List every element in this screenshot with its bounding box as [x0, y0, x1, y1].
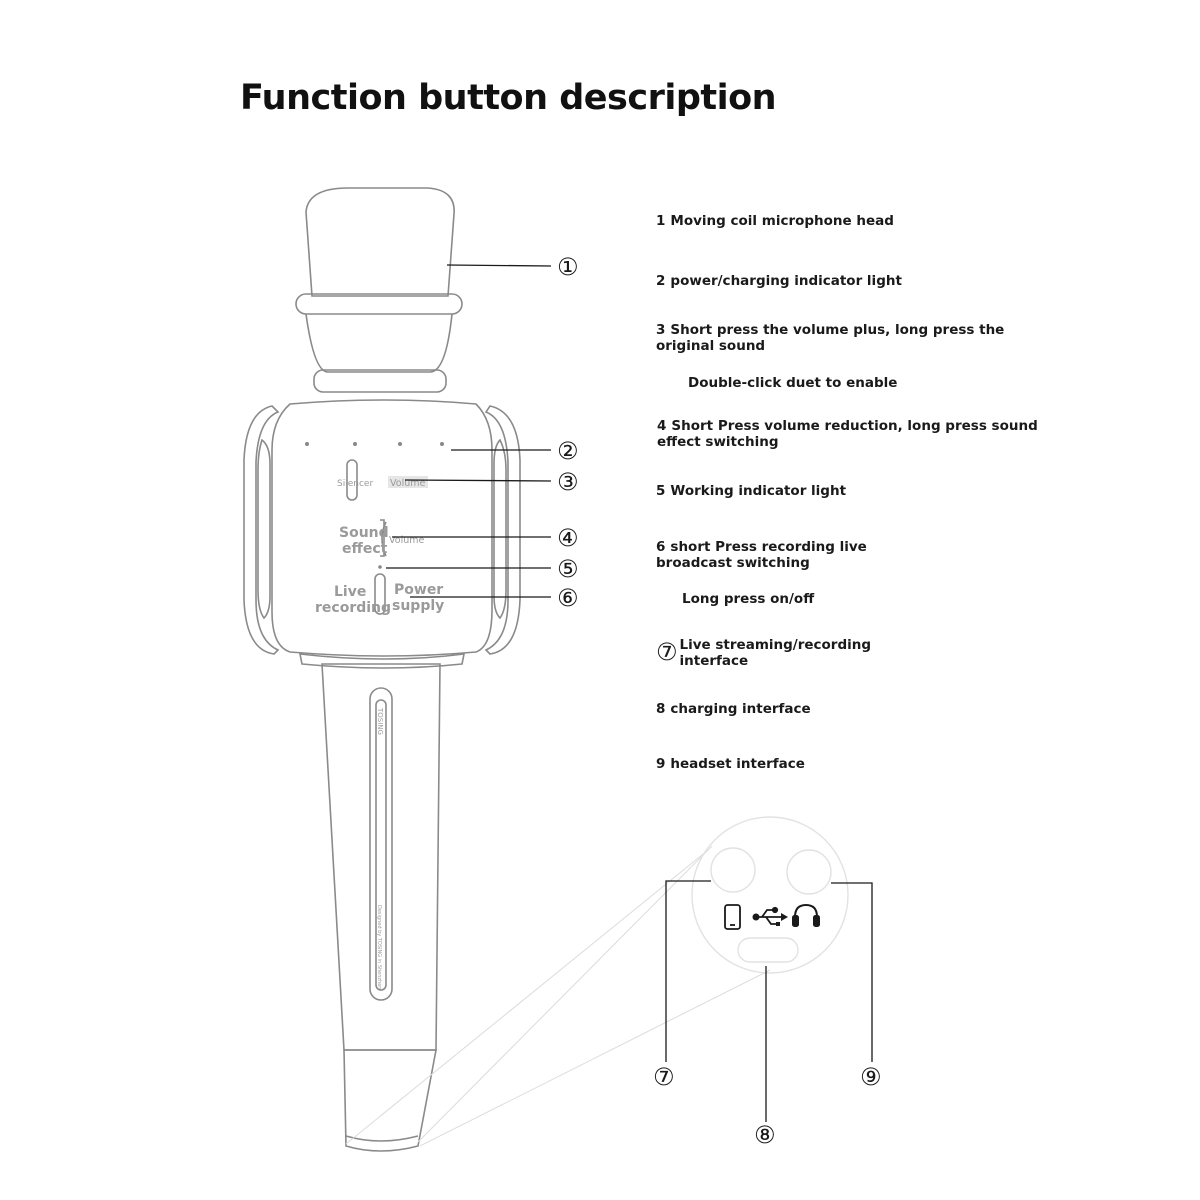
working-indicator-dot [378, 565, 382, 569]
designed-label: Designed by TOSING in Shenzhen [376, 905, 382, 989]
mic-head-ring [295, 293, 463, 315]
effect-label: effect [342, 541, 388, 557]
callout-3: ③ [557, 468, 579, 496]
indicator-dot-1 [305, 442, 309, 446]
usb-icon [752, 906, 788, 926]
mic-neck-ring [313, 369, 447, 393]
callout-1: ① [557, 253, 579, 281]
sound-label: Sound [339, 525, 389, 541]
callout-2: ② [557, 437, 579, 465]
mic-body [271, 399, 493, 657]
page-title: Function button description [240, 78, 777, 118]
power-button [374, 573, 386, 615]
volume-up-label: Volume [390, 478, 425, 489]
left-grip [243, 405, 280, 655]
live-label: Live [334, 584, 366, 600]
headphones-icon [792, 903, 820, 927]
power-label: Power [394, 582, 443, 598]
indicator-dot-2 [353, 442, 357, 446]
callout-7: ⑦ [653, 1063, 675, 1091]
desc-3b: Double-click duet to enable [688, 375, 898, 391]
silencer-label: Silencer [337, 479, 373, 489]
indicator-dot-3 [398, 442, 402, 446]
headset-port [786, 849, 832, 895]
callout-5: ⑤ [557, 555, 579, 583]
callout-4: ④ [557, 524, 579, 552]
brand-label: TOSING [376, 707, 384, 735]
desc-6b: Long press on/off [682, 591, 815, 607]
volume-down-label: Volume [389, 535, 424, 546]
mic-head [305, 187, 455, 297]
sound-effect-button [380, 519, 385, 557]
volume-up-button [346, 459, 358, 501]
mic-grille [305, 313, 453, 373]
charging-port [737, 937, 799, 963]
callout-8: ⑧ [754, 1121, 776, 1149]
phone-icon [724, 904, 741, 930]
mic-tip [343, 1049, 437, 1152]
callout-9: ⑨ [860, 1063, 882, 1091]
right-grip [484, 405, 521, 655]
supply-label: supply [392, 598, 444, 614]
callout-6: ⑥ [557, 584, 579, 612]
port-detail [691, 816, 849, 974]
live-port [710, 847, 756, 893]
recording-label: recording [315, 600, 391, 616]
indicator-dot-4 [440, 442, 444, 446]
